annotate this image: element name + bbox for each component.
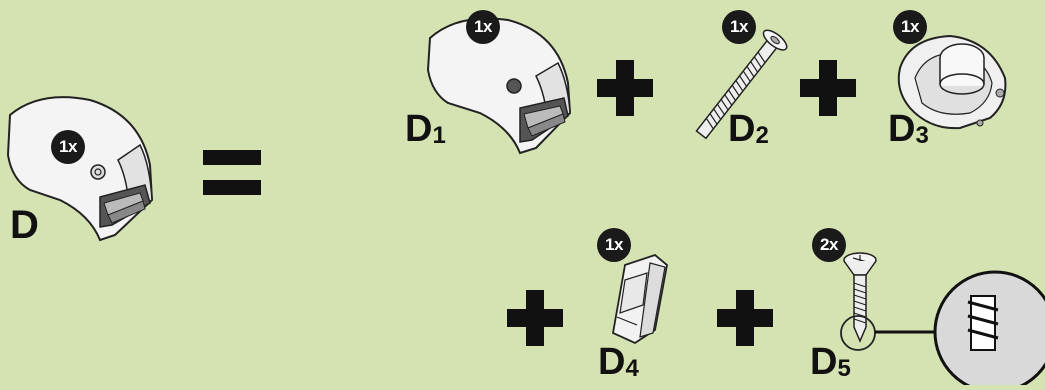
part-d1 <box>418 8 583 158</box>
quantity-badge-d1: 1x <box>466 10 500 44</box>
short-screw-icon <box>840 252 877 351</box>
equals-icon <box>203 150 261 195</box>
label-d4-sub: 4 <box>625 355 639 382</box>
plus-icon <box>800 60 856 116</box>
label-d5-letter: D <box>810 341 838 383</box>
end-cap-icon <box>6 96 154 242</box>
plus-icon <box>597 60 653 116</box>
part-d2 <box>680 18 800 153</box>
part-d4 <box>595 245 685 350</box>
label-d2-letter: D <box>728 108 756 150</box>
part-d5 <box>830 245 1045 385</box>
end-cap-icon <box>426 17 572 155</box>
label-d3-letter: D <box>888 108 916 150</box>
bearing-icon <box>897 34 1007 130</box>
label-d3: D3 <box>888 110 929 148</box>
label-d1: D1 <box>405 110 446 148</box>
label-d1-letter: D <box>405 108 433 150</box>
label-d5-sub: 5 <box>837 355 851 382</box>
label-d: D <box>10 205 39 245</box>
part-d <box>0 85 170 250</box>
quantity-badge-d: 1x <box>51 130 85 164</box>
plus-icon <box>507 290 563 346</box>
long-screw-icon <box>695 29 788 140</box>
label-d4-letter: D <box>598 341 626 383</box>
part-d3 <box>880 18 1020 138</box>
quantity-badge-d4: 1x <box>597 228 631 262</box>
label-d2: D2 <box>728 110 769 148</box>
quantity-badge-d5: 2x <box>812 228 846 262</box>
label-d2-sub: 2 <box>755 122 769 149</box>
quantity-badge-d3: 1x <box>893 10 927 44</box>
thread-detail-magnifier-icon <box>875 270 1045 385</box>
label-d4: D4 <box>598 343 639 381</box>
label-d3-sub: 3 <box>915 122 929 149</box>
plus-icon <box>717 290 773 346</box>
label-d1-sub: 1 <box>432 122 446 149</box>
label-d-letter: D <box>10 203 39 247</box>
quantity-badge-d2: 1x <box>722 10 756 44</box>
clip-icon <box>611 253 668 345</box>
label-d5: D5 <box>810 343 851 381</box>
